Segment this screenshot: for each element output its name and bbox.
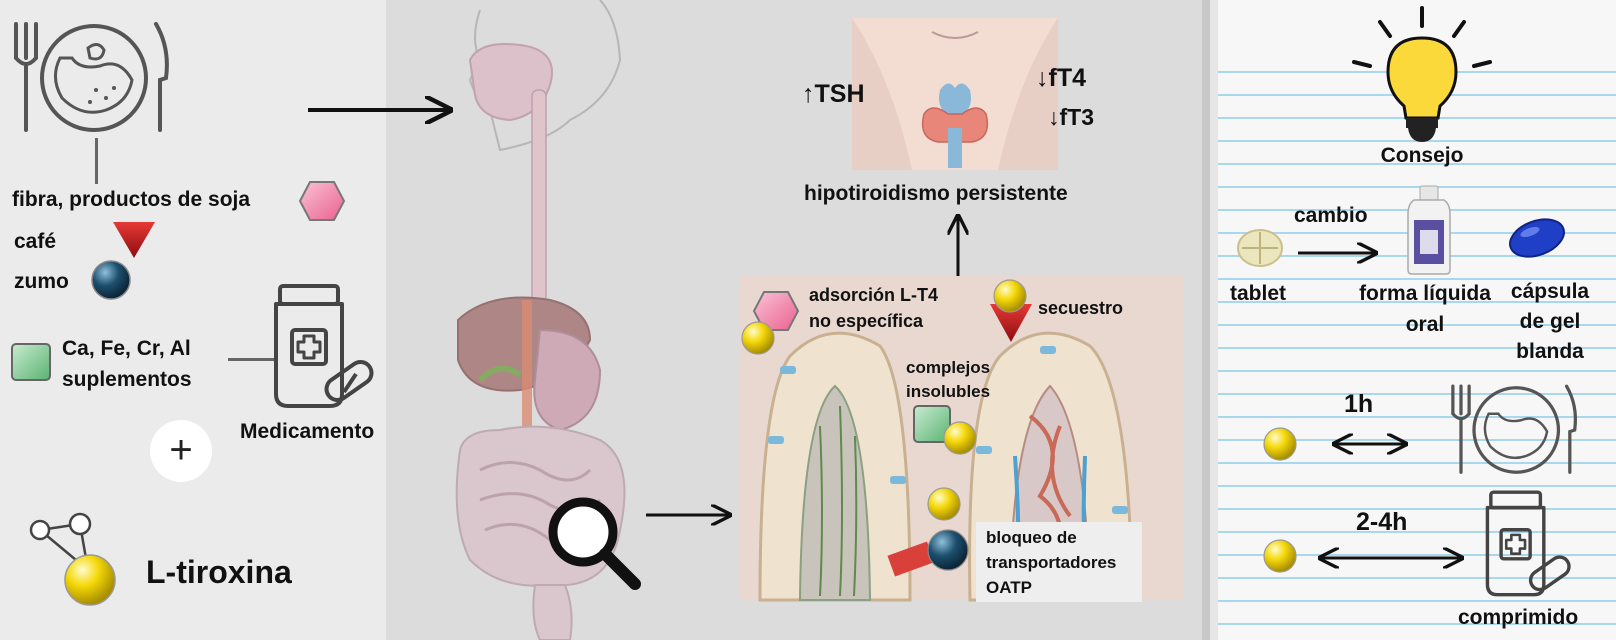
ft3-label: ↓fT3	[1048, 104, 1094, 130]
softgel-line1: cápsula	[1510, 280, 1590, 303]
softgel-capsule-icon	[1509, 218, 1565, 258]
supplements-line2: suplementos	[62, 368, 192, 391]
thyroid-neck-illustration	[852, 18, 1058, 170]
medication-jar-icon-small	[1485, 490, 1571, 597]
softgel-line2: de gel	[1519, 310, 1581, 333]
softgel-line3: blanda	[1516, 340, 1584, 363]
medication-label: Medicamento	[240, 420, 375, 443]
transporter-block-icon	[887, 529, 969, 577]
liquid-bottle-icon	[1407, 185, 1451, 275]
complexes-line1: complejos	[906, 358, 991, 377]
supplements-connector	[228, 358, 278, 361]
juice-label: zumo	[14, 270, 69, 293]
plate-cutlery-icon	[14, 22, 169, 132]
outcome-label: hipotiroidismo persistente	[804, 182, 1068, 205]
yellow-sphere-icon-food-interval	[1263, 427, 1297, 461]
tablet-drug-label: comprimido	[1458, 606, 1579, 629]
yellow-sphere-icon-sequestration	[993, 279, 1027, 313]
double-arrow-food	[1330, 432, 1410, 456]
pink-hexagon-icon-villi	[752, 291, 800, 331]
sequestration-label: secuestro	[1038, 298, 1124, 318]
tablet-label: tablet	[1230, 282, 1287, 305]
pink-hexagon-icon	[298, 181, 346, 221]
left-panel	[0, 0, 386, 640]
plus-circle: +	[150, 420, 212, 482]
magnifier-icon	[548, 497, 641, 590]
double-arrow-drug	[1316, 546, 1466, 570]
red-triangle-icon-sequestration	[990, 304, 1032, 342]
lightbulb-icon	[1352, 6, 1492, 142]
block-line3: OATP	[986, 578, 1032, 597]
interval-food-label: 1h	[1344, 390, 1374, 418]
medication-jar-icon	[274, 284, 374, 408]
fiber-soy-label: fibra, productos de soja	[12, 188, 251, 211]
liquid-line2: oral	[1405, 313, 1445, 336]
complexes-line2: insolubles	[906, 382, 991, 401]
adsorption-line2: no específica	[809, 311, 924, 331]
interval-drug-label: 2-4h	[1356, 508, 1408, 536]
coffee-label: café	[14, 230, 57, 253]
block-line1: bloqueo de	[986, 528, 1077, 547]
green-square-icon-complex	[913, 405, 951, 443]
liquid-line1: forma líquida	[1359, 282, 1491, 305]
red-triangle-icon	[113, 222, 155, 258]
change-label: cambio	[1294, 204, 1368, 227]
ft4-label: ↓fT4	[1036, 64, 1086, 92]
round-tablet-icon	[1237, 229, 1283, 267]
yellow-sphere-icon-adsorption	[741, 321, 775, 355]
transporter-label-box	[976, 522, 1142, 602]
center-panel-divider	[1202, 0, 1210, 640]
arrow-tablet-to-liquid	[1298, 238, 1386, 268]
molecule-icon	[29, 512, 116, 606]
yellow-sphere-icon-transporter	[927, 487, 961, 521]
yellow-sphere-icon-complex	[943, 421, 977, 455]
block-line2: transportadores	[986, 553, 1117, 572]
supplements-line1: Ca, Fe, Cr, Al	[62, 337, 191, 360]
plate-cutlery-icon-small	[1451, 384, 1578, 474]
plate-connector	[95, 138, 98, 184]
adsorption-line1: adsorción L-T4	[809, 285, 939, 305]
levothyroxine-label: L-tiroxina	[146, 554, 292, 590]
tip-label: Consejo	[1380, 144, 1464, 167]
tsh-label: ↑TSH	[802, 80, 865, 108]
blue-sphere-icon	[91, 260, 131, 300]
green-square-icon	[11, 343, 51, 381]
yellow-sphere-icon-drug-interval	[1263, 539, 1297, 573]
